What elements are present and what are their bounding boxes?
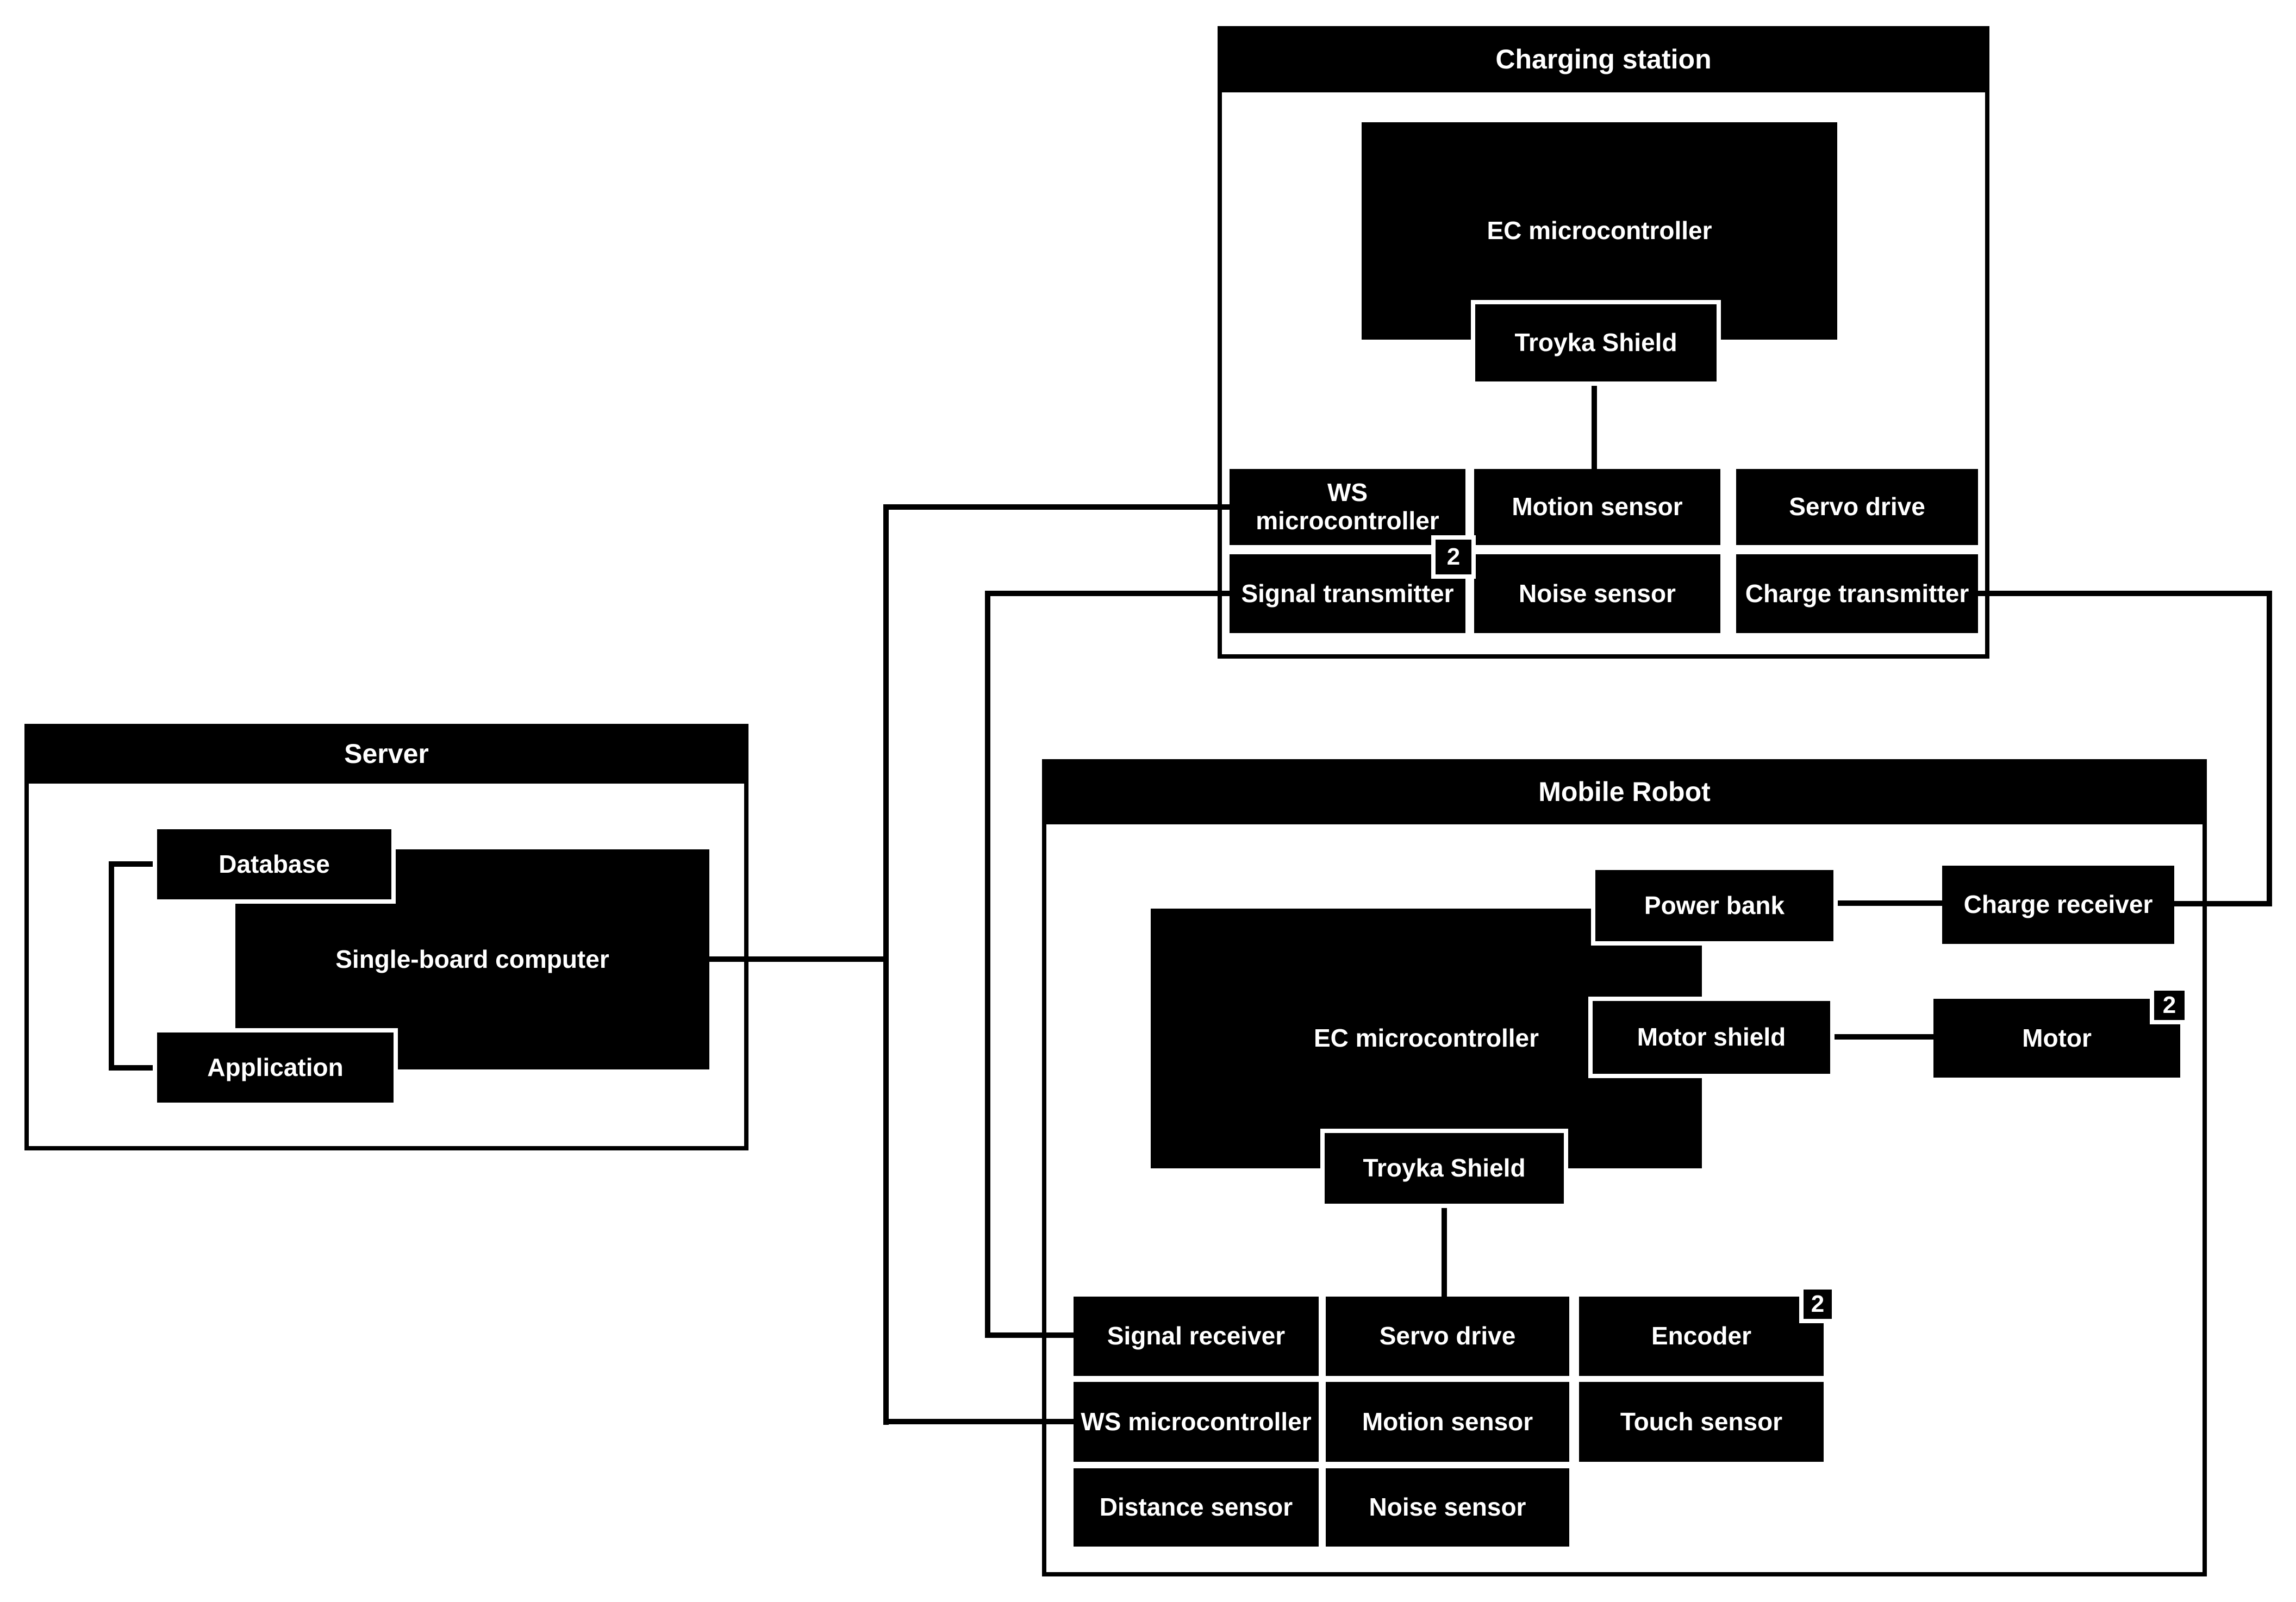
connector-bus1-vertical: [883, 504, 889, 1425]
charging-station-title: Charging station: [1495, 44, 1712, 74]
connector-bus2-to-signal-transmitter: [985, 591, 1230, 596]
robot-ws-microcontroller-box: WS microcontroller: [1074, 1382, 1319, 1462]
charging-charge-transmitter-box: Charge transmitter: [1736, 554, 1978, 633]
robot-charge-receiver-box: Charge receiver: [1942, 866, 2174, 944]
connector-bracket-to-database: [109, 861, 153, 867]
charging-motion-sensor-box: Motion sensor: [1474, 469, 1720, 545]
charging-signal-transmitter-box: Signal transmitter: [1230, 554, 1465, 633]
robot-motion-sensor-box: Motion sensor: [1326, 1382, 1569, 1462]
robot-motor-box: Motor: [1933, 999, 2180, 1078]
server-header: Server: [24, 724, 748, 784]
mobile-robot-title: Mobile Robot: [1538, 777, 1711, 807]
server-title: Server: [344, 739, 429, 769]
encoder-count-badge: 2: [1799, 1285, 1836, 1323]
charging-ws-microcontroller-box: WS microcontroller: [1230, 469, 1465, 545]
connector-db-app-bracket: [109, 861, 114, 1071]
connector-powerbank-chargereceiver: [1838, 900, 1942, 906]
connector-bus1-to-ws-charging: [883, 504, 1230, 510]
connector-troyka-charging-down: [1592, 386, 1597, 469]
connector-charge-receiver-in: [2172, 901, 2272, 906]
signal-transmitter-count-badge: 2: [1431, 535, 1476, 579]
robot-signal-receiver-box: Signal receiver: [1074, 1297, 1319, 1376]
connector-bus1-to-ws-robot: [883, 1419, 1074, 1424]
server-single-board-computer-box: Single-board computer: [235, 849, 709, 1069]
connector-troyka-robot-down: [1442, 1208, 1447, 1297]
charging-noise-sensor-box: Noise sensor: [1474, 554, 1720, 633]
charging-servo-drive-box: Servo drive: [1736, 469, 1978, 545]
mobile-robot-header: Mobile Robot: [1042, 759, 2207, 824]
server-database-box: Database: [153, 825, 396, 904]
server-application-box: Application: [153, 1028, 398, 1107]
connector-bracket-to-application: [109, 1065, 153, 1071]
motor-count-badge: 2: [2150, 986, 2189, 1024]
robot-touch-sensor-box: Touch sensor: [1579, 1382, 1824, 1462]
robot-power-bank-box: Power bank: [1591, 866, 1838, 946]
robot-servo-drive-box: Servo drive: [1326, 1297, 1569, 1376]
charging-troyka-shield-box: Troyka Shield: [1471, 300, 1721, 386]
robot-encoder-box: Encoder: [1579, 1297, 1824, 1376]
connector-bus2-vertical: [985, 591, 990, 1338]
robot-motor-shield-box: Motor shield: [1588, 997, 1835, 1078]
connector-motorshield-motor: [1835, 1034, 1933, 1040]
connector-sbc-to-bus: [709, 956, 889, 962]
connector-charge-vertical: [2267, 591, 2272, 906]
charging-station-header: Charging station: [1218, 26, 1989, 92]
robot-noise-sensor-box: Noise sensor: [1326, 1468, 1569, 1547]
connector-charge-transmitter-out: [1976, 591, 2272, 596]
robot-distance-sensor-box: Distance sensor: [1074, 1468, 1319, 1547]
robot-troyka-shield-box: Troyka Shield: [1320, 1129, 1568, 1208]
connector-bus2-to-signal-receiver: [985, 1332, 1074, 1338]
